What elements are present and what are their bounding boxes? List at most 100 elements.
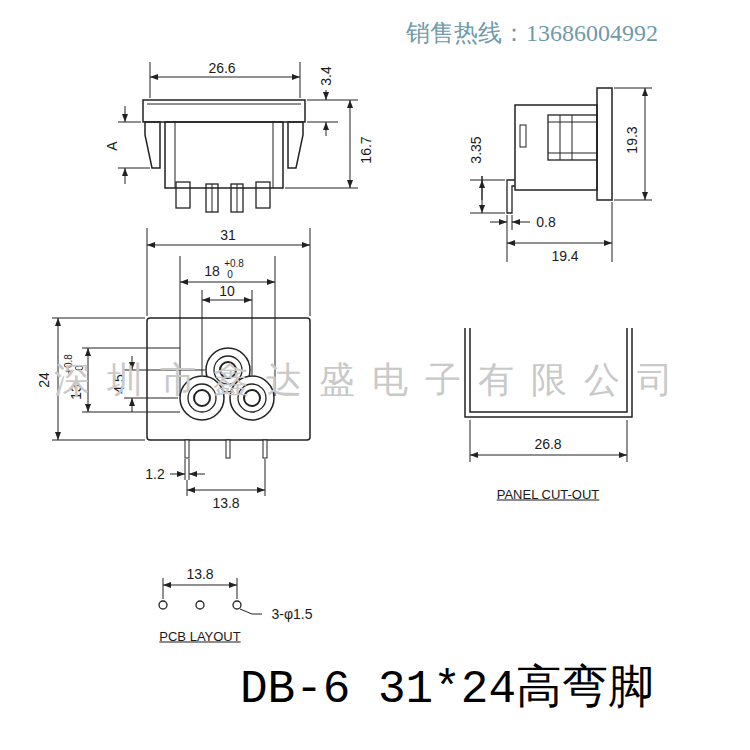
extension-line [185, 459, 186, 480]
dimension-value: 1.2 [144, 467, 165, 481]
extension-line [150, 62, 151, 98]
dimension-value: 18 [203, 264, 221, 278]
view-title: PANEL CUT-OUT [495, 488, 602, 501]
extension-line [307, 122, 338, 123]
extension-line [118, 122, 141, 123]
extension-line [470, 180, 505, 181]
dimension-line [180, 282, 275, 283]
body-outline [515, 105, 597, 190]
dimension-value: 16.7 [359, 135, 373, 164]
dimension-line [326, 122, 327, 136]
extension-line [338, 100, 358, 101]
flange-outline [143, 100, 305, 122]
dimension-line [170, 474, 185, 475]
dimension-line [482, 176, 483, 213]
pcb-hole [159, 601, 167, 609]
extension-line [147, 228, 148, 316]
extension-line [310, 228, 311, 316]
extension-line [82, 412, 180, 413]
extension-line [300, 62, 301, 98]
side-view [470, 88, 652, 262]
dimension-line [482, 176, 483, 180]
dimension-line [147, 245, 310, 246]
pin-foot [176, 182, 190, 208]
dimension-value: 10 [218, 284, 236, 298]
dimension-line [187, 490, 265, 491]
body-edge [273, 122, 274, 188]
extension-line [82, 348, 180, 349]
dimension-value: 13.8 [211, 496, 240, 510]
hole-callout: 3-φ1.5 [271, 607, 314, 621]
extension-line [52, 318, 145, 319]
extension-line [470, 420, 471, 462]
watermark: 深圳市鑫达盛电子有限公司 [54, 362, 690, 398]
dimension-value: 19.3 [625, 125, 639, 154]
socket-edge [548, 153, 597, 154]
dimension-value: 31 [219, 228, 237, 242]
socket-barrel [548, 115, 597, 160]
extension-line [52, 440, 145, 441]
dimension-line [490, 222, 507, 223]
dimension-line [645, 88, 646, 200]
leader-line [240, 609, 262, 614]
dimension-line [150, 77, 300, 78]
dimension-line [125, 106, 126, 122]
extension-line [627, 420, 628, 462]
pin-foot [231, 184, 243, 212]
dimension-line [202, 300, 252, 301]
dimension-value: 24 [37, 371, 51, 389]
pcb-layout [159, 578, 262, 614]
dimension-value: A [105, 140, 119, 151]
pin [226, 440, 230, 458]
extension-line [285, 188, 358, 189]
body-outline [165, 122, 283, 188]
dimension-line [512, 222, 530, 223]
dimension-line [470, 455, 627, 456]
dimension-value: 3.4 [319, 65, 333, 86]
extension-line [470, 213, 505, 214]
dimension-value: 26.8 [533, 437, 562, 451]
extension-line [237, 578, 238, 599]
extension-line [612, 202, 613, 262]
view-title: PCB LAYOUT [157, 630, 242, 643]
extension-line [163, 578, 164, 599]
socket-edge [548, 122, 597, 123]
extension-line [187, 480, 188, 496]
dimension-value: 26.6 [207, 61, 236, 75]
sales-hotline: 销售热线：13686004992 [406, 21, 658, 45]
flange-outline [597, 88, 612, 200]
body-edge [175, 122, 176, 188]
pin [185, 440, 189, 458]
pin-center [237, 184, 238, 212]
dimension-line [350, 100, 351, 188]
pin-center [212, 184, 213, 212]
dimension-line [125, 168, 126, 184]
pin [263, 440, 267, 458]
extension-line [189, 459, 190, 480]
drawing-caption: DB-6 31*24高弯脚 [240, 667, 654, 713]
snap-latch [145, 122, 160, 168]
dimension-value: 3.35 [469, 135, 483, 164]
extension-line [614, 88, 652, 89]
pcb-hole [196, 601, 204, 609]
dimension-line [326, 90, 327, 100]
pin-foot [256, 182, 270, 208]
dimension-line [189, 474, 205, 475]
dimension-value: 13.8 [185, 567, 214, 581]
dimension-value: 0.8 [535, 215, 556, 229]
latch-edge [520, 125, 526, 147]
dimension-value: 19.4 [550, 249, 579, 263]
tolerance-value: 0 [227, 270, 233, 280]
tolerance-value: +0.8 [224, 259, 244, 269]
extension-line [307, 100, 338, 101]
top-view [118, 62, 358, 212]
dimension-line [163, 585, 237, 586]
flange-edge [147, 104, 301, 105]
bent-pin [507, 180, 515, 213]
pin-foot [206, 184, 218, 212]
pcb-hole [233, 601, 241, 609]
dimension-line [132, 398, 133, 412]
dimension-line [482, 180, 483, 200]
snap-latch [288, 122, 303, 168]
